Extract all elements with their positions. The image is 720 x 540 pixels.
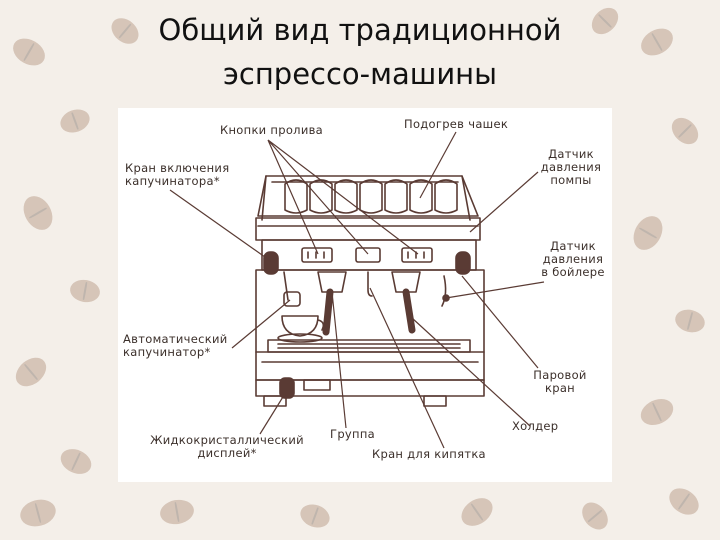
- callout-holder: [411, 317, 531, 427]
- callout-hot-water: [369, 287, 445, 449]
- label-boiler-sensor: Датчик давления в бойлере: [534, 240, 612, 279]
- label-pump-sensor-line-1: Датчик: [548, 147, 594, 161]
- label-lcd-line-1: Жидкокристаллический: [150, 433, 304, 447]
- label-steam-valve-line-1: Паровой: [533, 368, 587, 382]
- label-boiler-sensor-line-3: в бойлере: [541, 265, 605, 279]
- label-auto-cappuccinator-line-2: капучинатор*: [123, 345, 211, 359]
- label-lcd-line-2: дисплей*: [197, 446, 257, 460]
- lcd-display: [303, 379, 331, 391]
- label-cup-warmer: Подогрев чашек: [404, 117, 509, 131]
- callout-dispense-buttons: [267, 139, 419, 255]
- cups-on-warmer: [284, 179, 458, 214]
- steam-knob-left: [263, 251, 279, 275]
- group-head-right: [391, 271, 421, 293]
- label-auto-cappuccinator-line-1: Автоматический: [123, 332, 228, 346]
- foot-right: [423, 395, 447, 407]
- foot-left: [263, 395, 287, 407]
- callout-group: [331, 291, 347, 429]
- button-block-right: [401, 247, 433, 263]
- label-steam-valve-line-2: кран: [544, 381, 575, 395]
- steam-knob-right: [455, 251, 471, 275]
- title-line-1: Общий вид традиционной: [158, 13, 562, 47]
- title-line-2: эспрессо-машины: [222, 57, 498, 91]
- label-cappuccinator-valve-line-1: Кран включения: [125, 161, 230, 175]
- callout-cappuccinator-valve: [169, 189, 273, 263]
- callout-pump-sensor: [469, 171, 539, 233]
- base-knob: [279, 377, 295, 399]
- label-dispense-buttons: Кнопки пролива: [220, 123, 324, 137]
- portafilter-right: [402, 288, 416, 334]
- label-group: Группа: [330, 427, 376, 441]
- label-pump-sensor-line-3: помпы: [550, 173, 592, 187]
- machine-top-band: [255, 217, 481, 241]
- callout-cup-warmer: [419, 131, 457, 199]
- label-hot-water-valve: Кран для кипятка: [372, 447, 486, 461]
- label-pump-sensor-line-2: давления: [540, 160, 602, 174]
- diagram-panel: [118, 108, 612, 482]
- label-steam-valve: Паровой кран: [524, 369, 596, 395]
- callout-lines: [169, 131, 545, 449]
- auto-cappuccinator-box: [283, 291, 301, 307]
- label-pump-sensor: Датчик давления помпы: [530, 148, 612, 187]
- page-title: Общий вид традиционной эспрессо-машины: [0, 8, 720, 96]
- milk-cup: [281, 315, 319, 337]
- machine-body: [255, 269, 485, 381]
- label-cappuccinator-valve-line-2: капучинатора*: [125, 174, 220, 188]
- callout-auto-cappuccinator: [231, 299, 291, 349]
- group-head-left: [317, 271, 347, 293]
- label-boiler-sensor-line-2: давления: [542, 252, 604, 266]
- label-boiler-sensor-line-1: Датчик: [550, 239, 596, 253]
- control-panel: [261, 239, 477, 271]
- button-block-middle: [355, 247, 381, 263]
- hot-water-spout: [367, 271, 373, 297]
- label-cappuccinator-valve: Кран включения капучинатора*: [125, 162, 229, 188]
- callout-steam-valve: [461, 275, 539, 369]
- steam-wand-right: [441, 275, 447, 307]
- label-lcd: Жидкокристаллический дисплей*: [142, 434, 312, 460]
- portafilter-left: [322, 288, 334, 336]
- label-auto-cappuccinator: Автоматический капучинатор*: [123, 333, 228, 359]
- cup-warmer-frame: [257, 175, 479, 217]
- label-holder: Холдер: [512, 419, 559, 433]
- button-block-left: [301, 247, 333, 263]
- callout-lcd: [259, 391, 287, 435]
- callout-boiler-sensor: [445, 281, 545, 299]
